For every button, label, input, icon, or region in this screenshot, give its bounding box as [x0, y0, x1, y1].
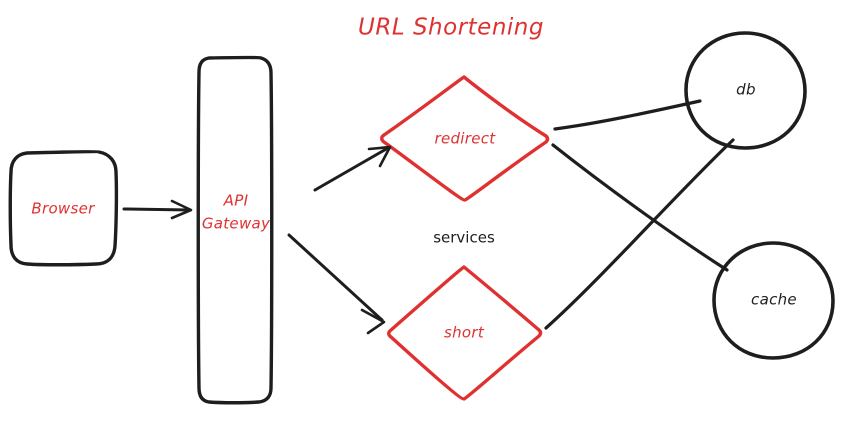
node-browser[interactable]: Browser	[8, 150, 119, 267]
arrow-gateway-to-redirect	[313, 145, 392, 192]
edge-redirect-to-db	[553, 99, 702, 131]
short-shape	[387, 265, 543, 401]
browser-label: Browser	[31, 200, 95, 218]
edge-layer	[544, 99, 735, 330]
api-gateway-label-line1: API	[223, 192, 249, 210]
db-shape	[684, 31, 807, 150]
services-group-label: services	[433, 229, 495, 247]
edge-redirect-to-cache	[551, 143, 729, 272]
browser-shape	[8, 150, 119, 267]
node-cache[interactable]: cache	[712, 241, 835, 360]
api-gateway-label-line2: Gateway	[202, 215, 271, 233]
node-short[interactable]: short	[387, 265, 543, 401]
arrow-gateway-to-short	[287, 233, 386, 335]
api-gateway-shape	[196, 55, 274, 405]
node-db[interactable]: db	[684, 31, 807, 150]
cache-shape	[712, 241, 835, 360]
redirect-shape	[380, 75, 550, 202]
node-api-gateway[interactable]: API Gateway	[196, 55, 274, 405]
node-redirect[interactable]: redirect	[380, 75, 550, 202]
redirect-label: redirect	[434, 130, 496, 148]
short-label: short	[444, 324, 485, 342]
edge-short-to-db	[544, 138, 735, 330]
arrow-browser-to-gateway	[122, 199, 193, 220]
db-label: db	[736, 81, 756, 99]
diagram-title: URL Shortening	[358, 15, 544, 41]
cache-label: cache	[751, 291, 797, 309]
